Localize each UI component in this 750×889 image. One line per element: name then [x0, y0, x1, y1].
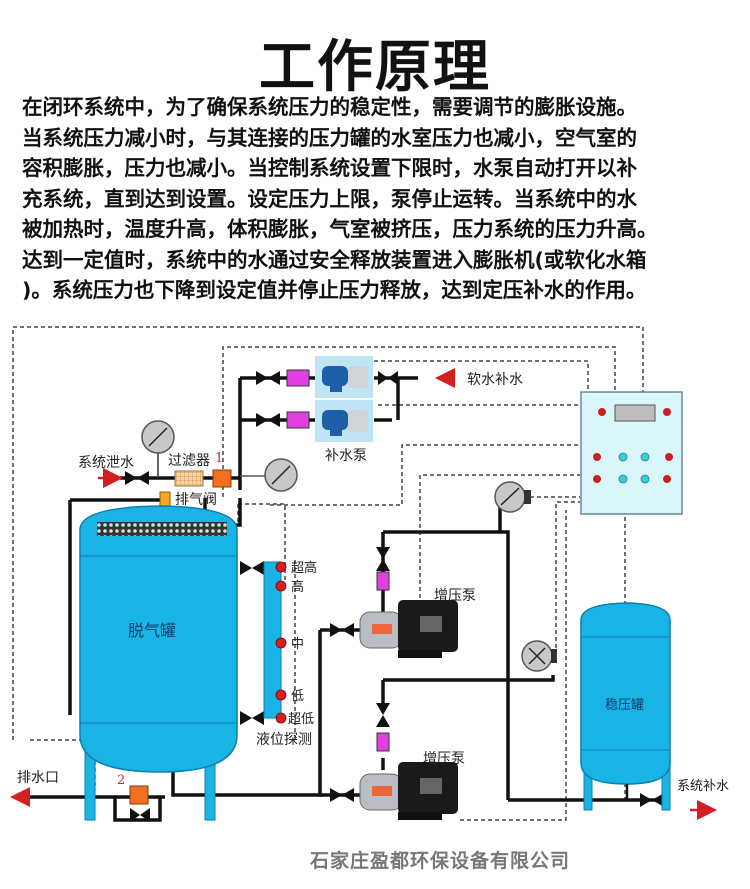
label-level-sensor-extra-low: 超低 [288, 712, 314, 727]
check-valves [286, 369, 390, 752]
control-panel [580, 391, 683, 515]
pressure-gauge-icon [240, 458, 298, 492]
description-line: 充系统，直到达到设置。设定压力上限，泵停止运转。当系统中的水 [22, 186, 637, 211]
label-soft-water-makeup: 软水补水 [467, 372, 523, 388]
description-line: 被加热时，温度升高，体积膨胀，气室被挤压，压力系统的压力升高。 [22, 217, 658, 241]
label-stabilizer-tank: 稳压罐 [605, 697, 644, 713]
electric-contact-gauge-icon [521, 640, 557, 672]
page-title: 工作原理 [259, 35, 491, 100]
label-vent-valve: 排气阀 [175, 492, 217, 508]
deaeration-tank [79, 505, 238, 821]
valves [125, 371, 664, 822]
label-level-sensor-mid: 中 [291, 637, 304, 652]
vent-valve-icon [159, 491, 171, 508]
label-drain-marker: 2 [117, 773, 125, 788]
label-level-sensor-high: 高 [291, 579, 304, 595]
description-line: 当系统压力减小时，与其连接的压力罐的水室压力也减小，空气室的 [22, 125, 637, 150]
label-filter: 过滤器 [168, 453, 210, 469]
makeup-pump-top [315, 356, 373, 398]
label-filter-marker: 1 [215, 451, 223, 466]
description-line: 在闭环系统中，为了确保系统压力的稳定性，需要调节的膨胀设施。 [22, 95, 637, 119]
stabilizer-tank [580, 602, 671, 811]
label-level-sensor-extra-high: 超高 [291, 560, 317, 576]
pressure-gauge-icon [141, 420, 175, 478]
description-line: )。系统压力也下降到设定值并停止压力释放，达到定压补水的作用。 [22, 278, 647, 302]
description-paragraph: 在闭环系统中，为了确保系统压力的稳定性，需要调节的膨胀设施。 当系统压力减小时，… [22, 92, 734, 306]
drain-fitting [129, 785, 149, 805]
label-booster-pump-2: 增压泵 [423, 751, 465, 767]
level-gauge [263, 561, 287, 724]
booster-pump-top [359, 600, 458, 658]
label-level-sensor-low: 低 [291, 689, 304, 704]
label-drain-outlet: 排水口 [17, 770, 59, 786]
label-system-makeup: 系统补水 [677, 779, 729, 794]
system-diagram: 软水补水 补水泵 系统泄水 过滤器 1 排气阀 脱气罐 超高 高 中 低 超低 … [10, 326, 729, 822]
filter-icon [174, 470, 204, 487]
label-system-drain: 系统泄水 [78, 455, 134, 471]
description-line: 达到一定值时，系统中的水通过安全释放装置进入膨胀机(或软化水箱 [22, 247, 647, 272]
booster-pump-bottom [359, 762, 458, 820]
company-name: 石家庄盈都环保设备有限公司 [309, 850, 570, 872]
label-level-detection: 液位探测 [256, 732, 312, 748]
filter-fitting [212, 469, 232, 488]
description-line: 容积膨胀，压力也减小。当控制系统设置下限时，水泵自动打开以补 [22, 156, 637, 180]
makeup-pump-bottom [315, 400, 373, 442]
pressure-switch-icon [494, 481, 531, 513]
label-deaeration-tank: 脱气罐 [128, 621, 176, 640]
label-makeup-pump: 补水泵 [325, 448, 367, 464]
label-booster-pump-1: 增压泵 [434, 588, 476, 604]
flow-arrows [10, 368, 717, 820]
